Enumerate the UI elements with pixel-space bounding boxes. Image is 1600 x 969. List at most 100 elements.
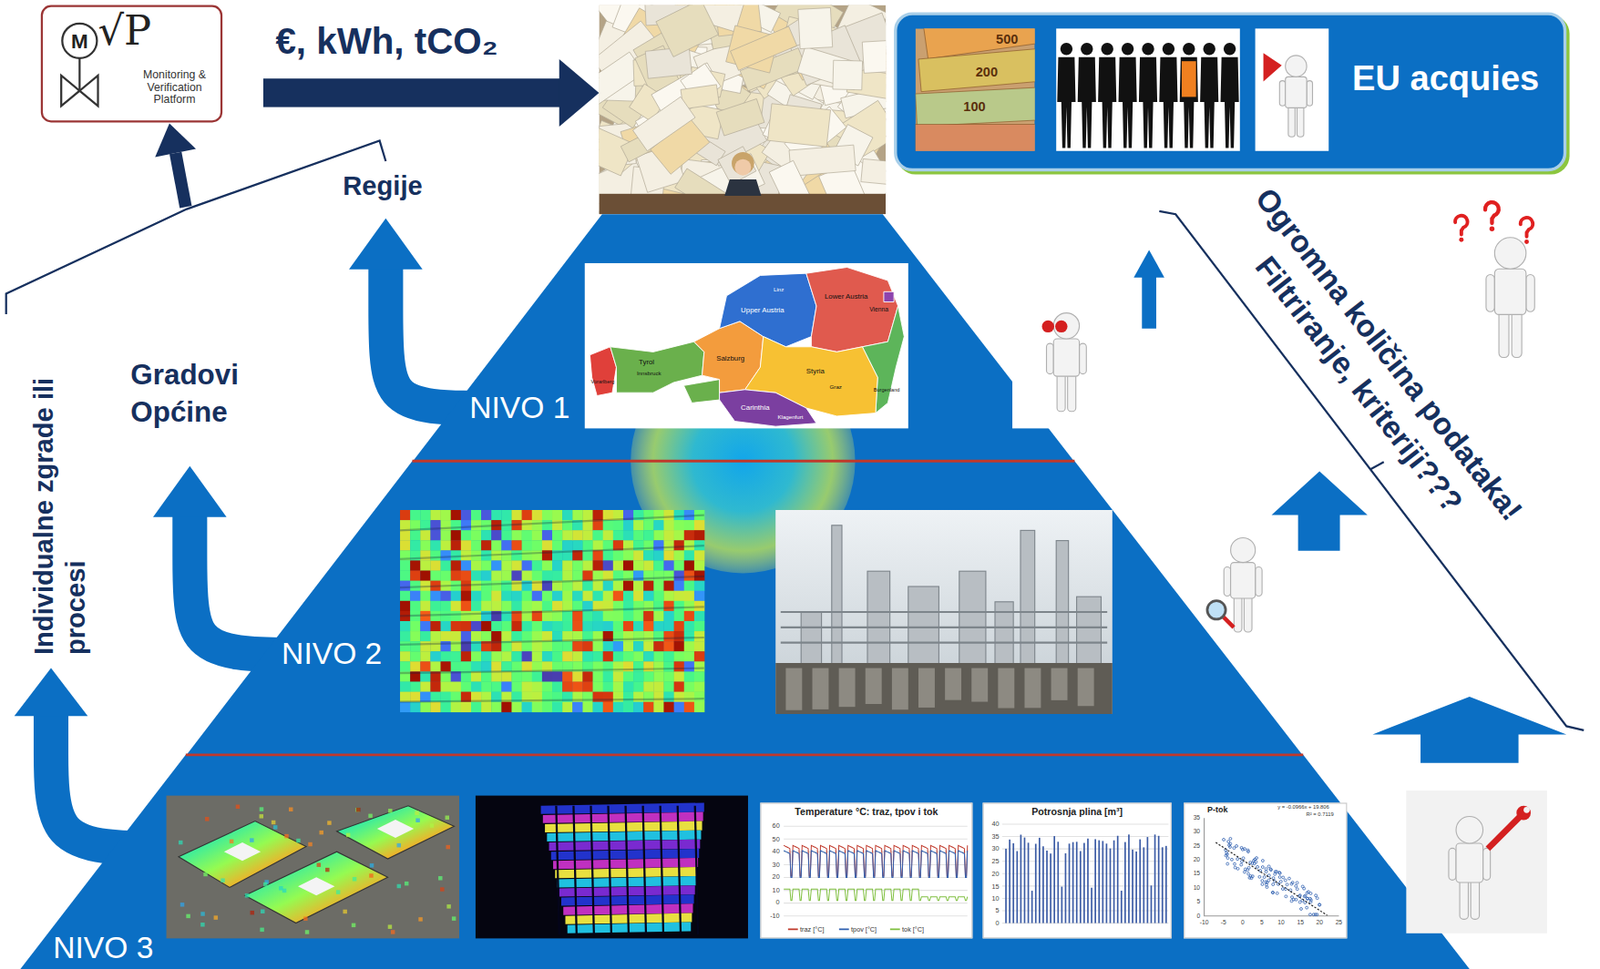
thermal-cell — [582, 530, 593, 541]
thermal-cell — [461, 661, 472, 672]
thermal-cell — [400, 581, 411, 592]
thermal-cell — [430, 540, 441, 551]
scatter-point — [1289, 889, 1293, 893]
thermal-cell — [471, 530, 482, 541]
legend-line-sample — [788, 925, 799, 934]
text-label: -10 — [1196, 919, 1213, 927]
thermal-cell — [562, 671, 573, 682]
thermal-cell — [582, 611, 593, 622]
thermal-cell — [593, 560, 604, 571]
building-block — [337, 806, 455, 860]
thermal-cell — [512, 621, 523, 632]
figure-body — [1296, 103, 1303, 137]
legend-line-sample — [839, 925, 850, 934]
austria-map — [584, 263, 909, 429]
thermal-cell — [643, 681, 654, 692]
thermal-cell — [420, 571, 431, 582]
paper-sheet — [645, 46, 692, 79]
text-label: Salzburg — [716, 355, 745, 364]
gas-bar — [1120, 891, 1123, 924]
thermal-cell — [522, 571, 533, 582]
thermal-cell — [694, 661, 705, 672]
thermal-spot — [235, 805, 240, 810]
valve-symbol — [61, 23, 97, 59]
figure-head — [1230, 537, 1256, 563]
scatter-point — [1222, 838, 1226, 842]
thermal-cell — [593, 621, 604, 632]
thermal-cell — [582, 591, 593, 602]
industry-photo — [775, 510, 1113, 715]
gas-bar — [1109, 849, 1112, 924]
thermal-cell — [572, 540, 583, 551]
thermal-cell — [562, 611, 573, 622]
text-label: 15 — [1292, 919, 1309, 927]
woman-face — [734, 159, 751, 176]
plant-part — [1077, 668, 1095, 708]
thermal-cell — [613, 520, 624, 531]
level-arrow-head — [348, 218, 423, 270]
scatter-point — [1279, 880, 1283, 883]
pyramid-band-shape — [20, 755, 1469, 969]
valve-symbol — [78, 58, 81, 91]
thermal-cell — [674, 581, 685, 592]
thermal-cell — [684, 621, 695, 632]
thermal-cell — [674, 540, 685, 551]
thermal-spot — [351, 923, 356, 928]
thermal-cell — [623, 621, 634, 632]
thermal-cell — [694, 681, 705, 692]
thermal-cell — [451, 530, 462, 541]
thermal-cell — [593, 540, 604, 551]
thermal-cell — [643, 550, 654, 561]
thermal-cell — [572, 591, 583, 602]
text-label: Vorarlberg — [590, 379, 615, 386]
thermal-cell — [643, 601, 654, 612]
thermal-cell — [572, 581, 583, 592]
figure-body — [1306, 81, 1313, 107]
figure-body — [1483, 848, 1491, 881]
thermal-cell — [653, 681, 664, 692]
woman-body — [724, 179, 761, 196]
text-label: Lower Austria — [824, 292, 869, 301]
thermal-cell — [623, 611, 634, 622]
thermal-cell — [522, 651, 533, 662]
thermal-cell — [501, 651, 512, 662]
thermal-cell — [542, 560, 553, 571]
thermal-cell — [643, 661, 654, 672]
banknote — [918, 49, 1036, 93]
wrench — [1487, 816, 1521, 850]
thermal-cell — [451, 661, 462, 672]
thermal-cell — [552, 571, 563, 582]
node-text: M — [68, 29, 92, 52]
thermal-cell — [684, 631, 695, 642]
thermal-cell — [633, 661, 644, 672]
thermal-cell — [684, 702, 695, 713]
question-mark — [1455, 215, 1467, 236]
thermal-spot — [263, 882, 267, 887]
thermal-cell — [674, 520, 685, 531]
thermal-cell — [501, 681, 512, 692]
thermal-cell — [684, 581, 695, 592]
thermal-cell — [512, 601, 523, 612]
thermal-cell — [593, 550, 604, 561]
thermal-cell — [471, 661, 482, 672]
thermal-cell — [562, 591, 573, 602]
thermal-cell — [684, 530, 695, 541]
thermal-cell — [613, 651, 624, 662]
thermal-cell — [522, 530, 533, 541]
person-silhouette — [1141, 42, 1154, 55]
thermal-cell — [501, 702, 512, 713]
thermal-cell — [461, 611, 472, 622]
thermal-cell — [451, 621, 462, 632]
thermal-cell — [663, 520, 674, 531]
thermal-spot — [249, 838, 254, 842]
logo-box: M√PMonitoring & Verification Platform — [41, 5, 223, 124]
thermal-cell — [512, 560, 523, 571]
thermal-cell — [552, 641, 563, 652]
wrench — [1523, 807, 1530, 814]
thermal-cell — [593, 671, 604, 682]
scatter-point — [1295, 888, 1299, 892]
photo-ground — [1255, 28, 1330, 151]
thermal-cell — [623, 591, 634, 602]
scatter-point — [1314, 894, 1318, 898]
figure-body — [1288, 103, 1295, 137]
